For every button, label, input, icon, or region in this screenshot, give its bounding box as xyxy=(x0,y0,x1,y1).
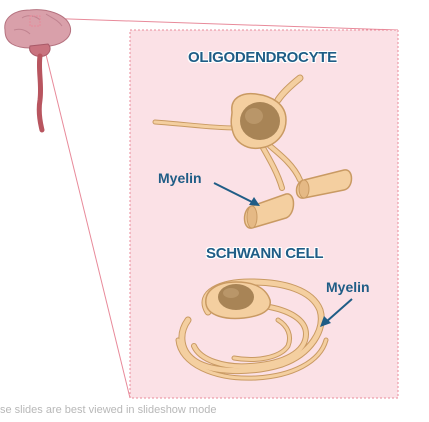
myelin-pointer-arrow-bottom xyxy=(320,298,353,327)
slideshow-hint-text: se slides are best viewed in slideshow m… xyxy=(0,404,217,416)
zoom-line-top xyxy=(39,17,399,31)
schwann-cell-illustration xyxy=(175,278,329,381)
myelin-sheath-segment-right xyxy=(295,169,353,199)
brain-spinal-cord-icon xyxy=(4,9,72,133)
zoom-line-bottom xyxy=(39,29,131,399)
oligodendrocyte-title: OLIGODENDROCYTE xyxy=(188,49,337,66)
schwann-cell-title: SCHWANN CELL xyxy=(206,245,324,262)
oligodendrocyte-illustration xyxy=(152,74,353,229)
myelin-pointer-arrow-top xyxy=(213,182,260,206)
myelin-label-bottom: Myelin xyxy=(326,279,370,295)
myelin-label-top: Myelin xyxy=(158,170,202,186)
